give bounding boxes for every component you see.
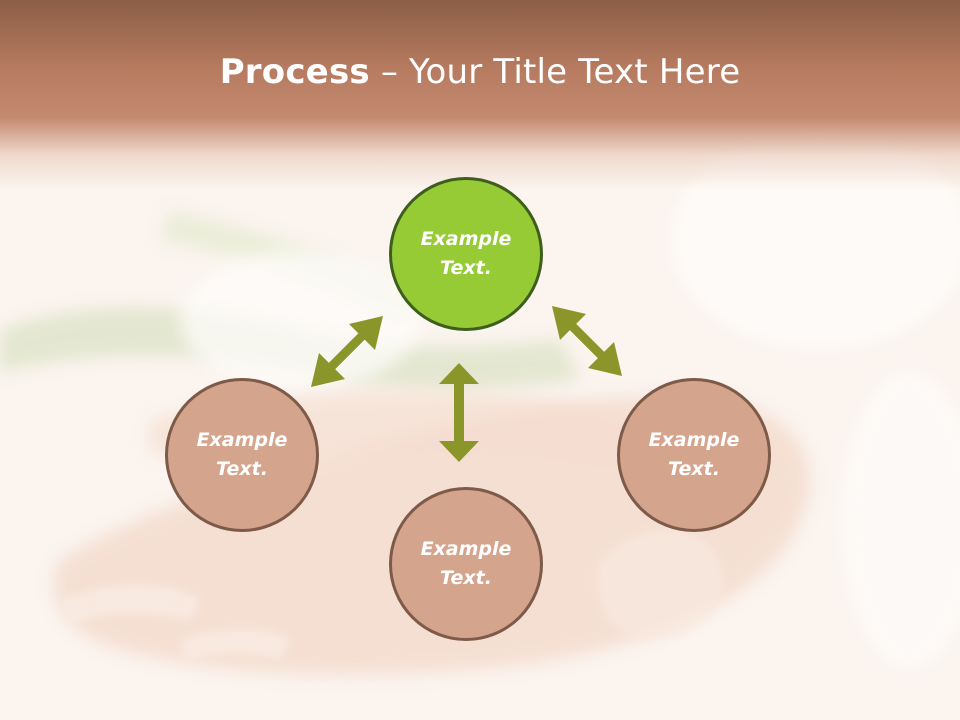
bottom-node-label: Example Text. [420, 538, 512, 589]
center-node-label: Example Text. [420, 228, 512, 279]
right-node-label: Example Text. [648, 429, 740, 480]
slide-title: Process – Your Title Text Here [0, 52, 960, 92]
bottom-node: Example Text. [389, 487, 543, 641]
title-rest-part: – Your Title Text Here [369, 52, 741, 92]
left-node: Example Text. [165, 378, 319, 532]
title-bold-part: Process [219, 52, 370, 92]
title-band [0, 0, 960, 190]
double-arrow-icon [552, 306, 622, 376]
right-node: Example Text. [617, 378, 771, 532]
center-node: Example Text. [389, 177, 543, 331]
left-node-label: Example Text. [196, 429, 288, 480]
double-arrow-icon [439, 363, 479, 462]
double-arrow-icon [311, 316, 383, 387]
